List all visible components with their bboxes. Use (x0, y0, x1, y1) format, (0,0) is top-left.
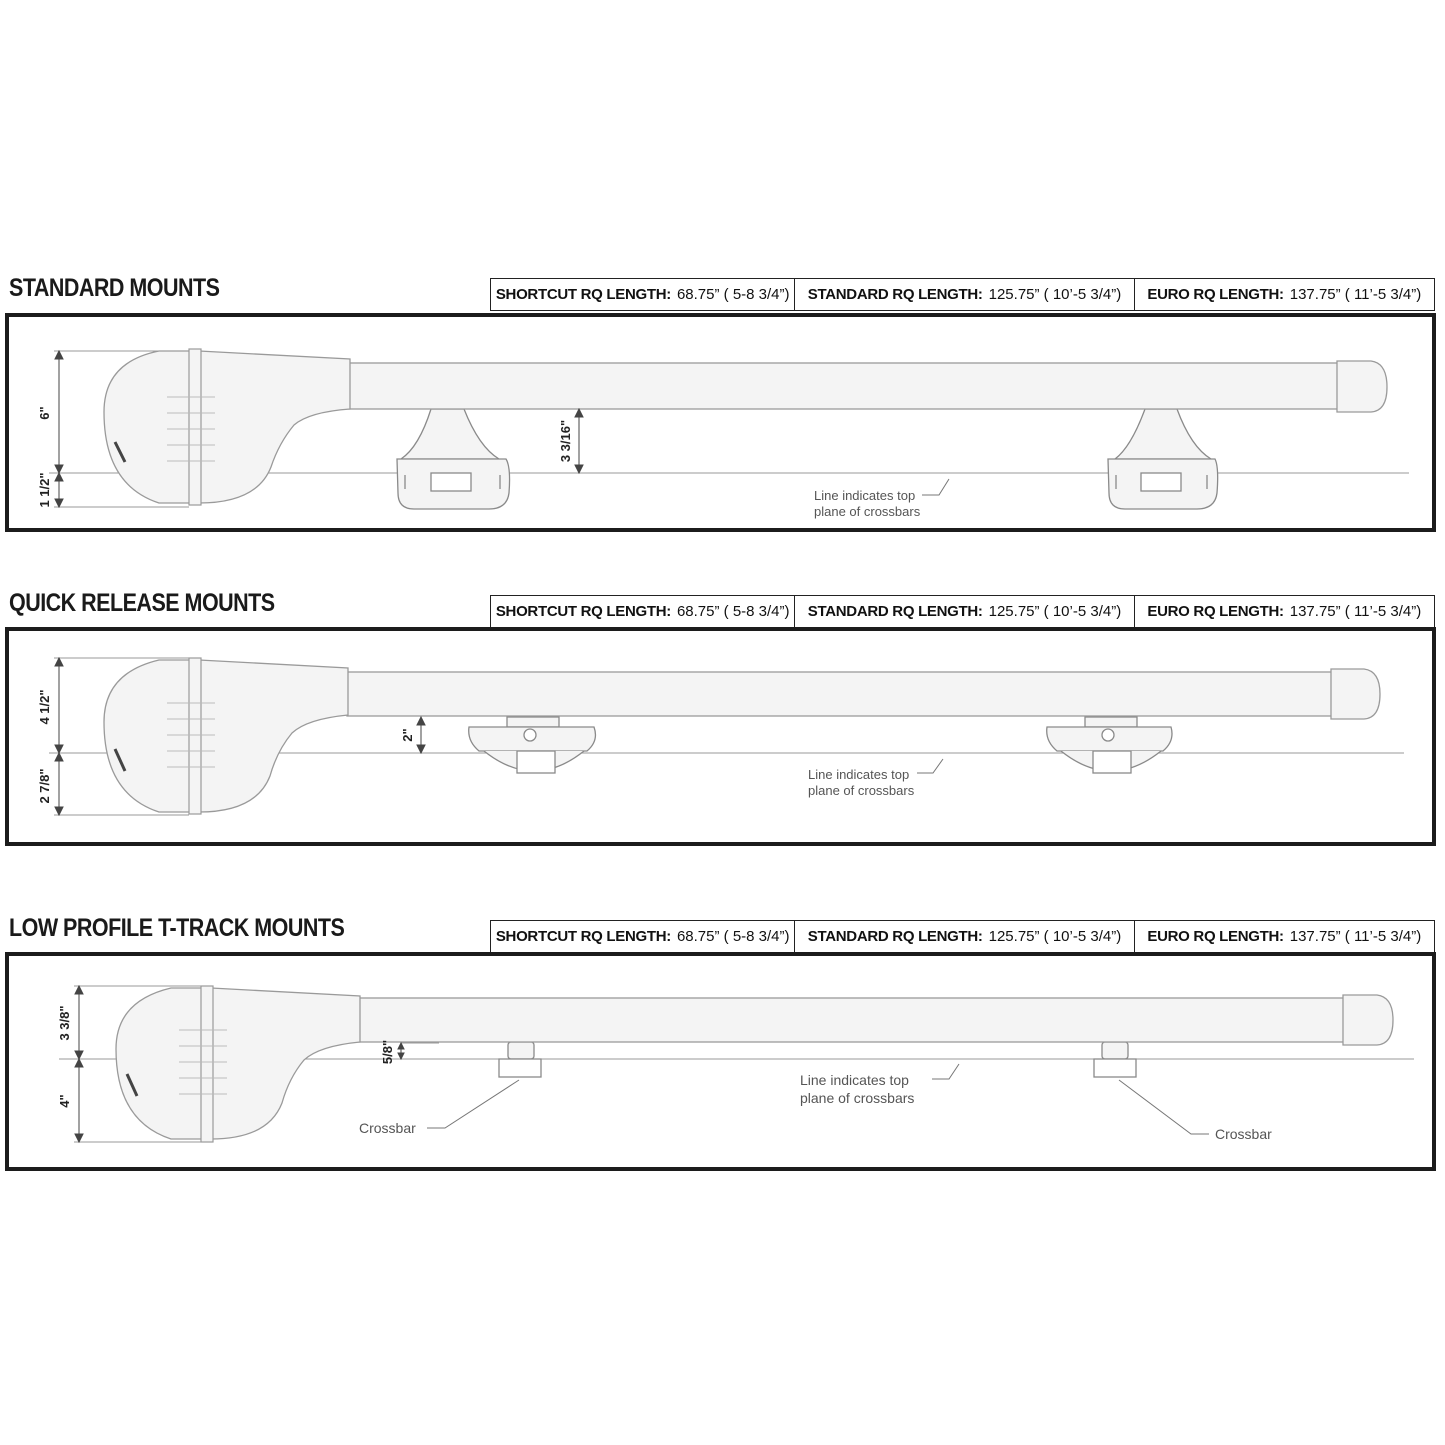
rocket-housing (103, 350, 351, 504)
dim-height-bottom: 4" (57, 1094, 72, 1107)
euro-length-label: EURO RQ LENGTH: (1147, 286, 1284, 303)
dim-clearance: 2" (400, 728, 415, 741)
clearance-dimension (574, 407, 584, 475)
shortcut-length-label: SHORTCUT RQ LENGTH: (495, 286, 671, 303)
crossbar-right-leader (1118, 1079, 1209, 1135)
shortcut-length-value: 68.75” ( 5-8 3/4”) (676, 286, 790, 303)
euro-length: EURO RQ LENGTH: 137.75” ( 11’-5 3/4”) (1135, 921, 1434, 952)
note-leader (917, 758, 944, 774)
standard-mount-diagram: 6" 1 1/2" 3 3/16" Line indicates top pla… (37, 348, 1409, 519)
length-header: SHORTCUT RQ LENGTH: 68.75” ( 5-8 3/4”) S… (490, 278, 1435, 311)
end-cap (1330, 668, 1381, 720)
dim-height-top: 3 3/8" (57, 1005, 72, 1040)
rack-tube (348, 362, 1345, 410)
standard-length-label: STANDARD RQ LENGTH: (807, 928, 983, 945)
length-header: SHORTCUT RQ LENGTH: 68.75” ( 5-8 3/4”) S… (490, 595, 1435, 628)
crossbar-left-leader (427, 1079, 520, 1129)
euro-length-value: 137.75” ( 11’-5 3/4”) (1289, 286, 1422, 303)
clearance-dimension (397, 1041, 439, 1061)
latch-mark (113, 748, 127, 772)
shortcut-length: SHORTCUT RQ LENGTH: 68.75” ( 5-8 3/4”) (491, 921, 796, 952)
diagram-frame: 3 3/8" 4" 5/8" Crossbar Crossbar Line in… (5, 952, 1436, 1171)
standard-length-value: 125.75” ( 10’-5 3/4”) (988, 286, 1122, 303)
ttrack-block-right (1093, 1041, 1137, 1078)
length-header: SHORTCUT RQ LENGTH: 68.75” ( 5-8 3/4”) S… (490, 920, 1435, 953)
housing-ribs (167, 396, 215, 462)
dim-height-top: 4 1/2" (37, 689, 52, 724)
housing-ribs (167, 702, 215, 768)
housing-collar (200, 985, 214, 1143)
note-line-2: plane of crossbars (808, 783, 915, 798)
diagram-frame: 6" 1 1/2" 3 3/16" Line indicates top pla… (5, 313, 1436, 532)
height-dimension (54, 656, 189, 817)
note-leader (922, 478, 950, 496)
housing-collar (188, 657, 202, 815)
standard-length: STANDARD RQ LENGTH: 125.75” ( 10’-5 3/4”… (795, 596, 1135, 627)
clearance-dimension (416, 715, 426, 755)
housing-collar (188, 348, 202, 506)
euro-length: EURO RQ LENGTH: 137.75” ( 11’-5 3/4”) (1135, 596, 1434, 627)
latch-mark (113, 441, 127, 463)
quick-release-diagram: 4 1/2" 2 7/8" 2" Line indicates top plan… (37, 656, 1404, 817)
housing-ribs (179, 1029, 227, 1095)
rack-tube (358, 997, 1350, 1043)
tower-foot-right (1107, 408, 1219, 510)
standard-length-label: STANDARD RQ LENGTH: (807, 603, 983, 620)
section-title: LOW PROFILE T-TRACK MOUNTS (9, 914, 345, 942)
height-dimension (54, 349, 189, 509)
height-dimension (74, 984, 201, 1144)
crossbar-left-label: Crossbar (359, 1120, 416, 1136)
euro-length: EURO RQ LENGTH: 137.75” ( 11’-5 3/4”) (1135, 279, 1434, 310)
ttrack-block-left (498, 1041, 542, 1078)
euro-length-value: 137.75” ( 11’-5 3/4”) (1289, 603, 1422, 620)
euro-length-value: 137.75” ( 11’-5 3/4”) (1289, 928, 1422, 945)
section-title: STANDARD MOUNTS (9, 274, 220, 302)
section-title: QUICK RELEASE MOUNTS (9, 589, 275, 617)
low-profile-diagram: 3 3/8" 4" 5/8" Crossbar Crossbar Line in… (57, 984, 1414, 1144)
dim-height-top: 6" (37, 406, 52, 419)
euro-length-label: EURO RQ LENGTH: (1147, 603, 1284, 620)
shortcut-length-label: SHORTCUT RQ LENGTH: (495, 603, 671, 620)
clamp-foot-left (468, 716, 597, 774)
dim-height-bottom: 2 7/8" (37, 768, 52, 803)
crossbar-right-label: Crossbar (1215, 1126, 1272, 1142)
rocket-housing (115, 987, 361, 1140)
diagram-frame: 4 1/2" 2 7/8" 2" Line indicates top plan… (5, 627, 1436, 846)
standard-length-label: STANDARD RQ LENGTH: (807, 286, 983, 303)
standard-length-value: 125.75” ( 10’-5 3/4”) (988, 603, 1122, 620)
note-line-1: Line indicates top (808, 767, 909, 782)
note-line-1: Line indicates top (814, 488, 915, 503)
shortcut-length-value: 68.75” ( 5-8 3/4”) (676, 928, 790, 945)
end-cap (1336, 360, 1388, 413)
shortcut-length-label: SHORTCUT RQ LENGTH: (495, 928, 671, 945)
dim-clearance: 3 3/16" (558, 420, 573, 462)
dim-height-bottom: 1 1/2" (37, 472, 52, 507)
standard-length: STANDARD RQ LENGTH: 125.75” ( 10’-5 3/4”… (795, 279, 1135, 310)
euro-length-label: EURO RQ LENGTH: (1147, 928, 1284, 945)
note-line-2: plane of crossbars (814, 504, 921, 519)
shortcut-length: SHORTCUT RQ LENGTH: 68.75” ( 5-8 3/4”) (491, 596, 796, 627)
note-leader (932, 1063, 960, 1080)
note-line-2: plane of crossbars (800, 1090, 914, 1106)
latch-mark (125, 1073, 139, 1097)
shortcut-length-value: 68.75” ( 5-8 3/4”) (676, 603, 790, 620)
dim-clearance: 5/8" (380, 1040, 395, 1064)
end-cap (1342, 994, 1394, 1046)
standard-length-value: 125.75” ( 10’-5 3/4”) (988, 928, 1122, 945)
clamp-foot-right (1046, 716, 1173, 774)
shortcut-length: SHORTCUT RQ LENGTH: 68.75” ( 5-8 3/4”) (491, 279, 796, 310)
rocket-housing (103, 659, 349, 813)
tower-foot-left (396, 408, 511, 510)
rack-tube (346, 671, 1338, 717)
note-line-1: Line indicates top (800, 1072, 909, 1088)
standard-length: STANDARD RQ LENGTH: 125.75” ( 10’-5 3/4”… (795, 921, 1135, 952)
